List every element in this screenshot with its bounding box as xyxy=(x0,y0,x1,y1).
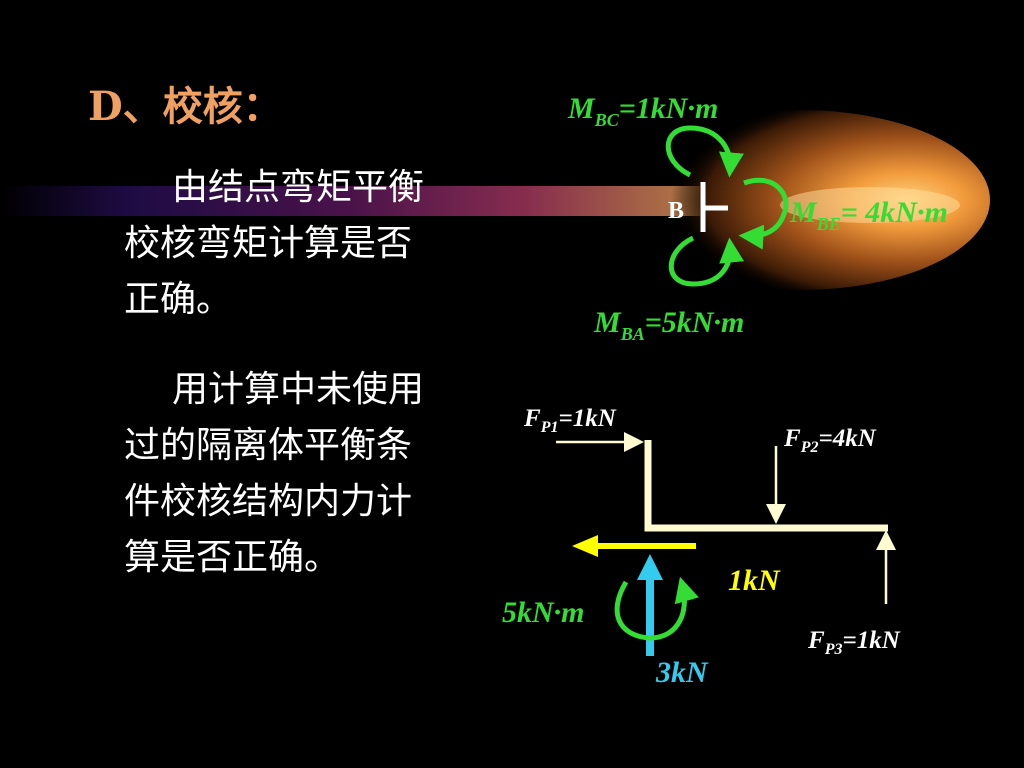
moment-bc-label: MBC=1kN·m xyxy=(567,92,718,130)
paragraph2-line: 过的隔离体平衡条 xyxy=(124,425,413,466)
reaction-vertical-label: 3kN xyxy=(655,656,709,689)
joint-b-label: B xyxy=(668,198,684,224)
paragraph1-line: 由结点弯矩平衡 xyxy=(172,167,425,208)
moment-ba-arrow xyxy=(668,235,745,287)
decorative-glow xyxy=(0,110,990,290)
fp1-label: FP1=1kN xyxy=(523,405,617,436)
reaction-moment-label: 5kN·m xyxy=(502,596,585,629)
slide-heading: D、校核： xyxy=(88,83,283,130)
paragraph2-line: 件校核结构内力计 xyxy=(124,481,413,522)
paragraph2-line: 算是否正确。 xyxy=(124,537,341,578)
reaction-horizontal-arrowhead xyxy=(572,535,598,557)
frame-member xyxy=(644,440,888,532)
moment-ba-label: MBA=5kN·m xyxy=(593,306,744,344)
moment-bc-arrow xyxy=(665,125,744,178)
joint-b-symbol xyxy=(700,182,728,232)
joint-b-diagram: B MBC=1kN·m MBE= 4kN·m MBA=5kN·m xyxy=(567,92,948,344)
paragraph2-line: 用计算中未使用 xyxy=(172,369,425,410)
moment-be-arrow xyxy=(738,177,789,250)
paragraph-equilibrium-check: 用计算中未使用 过的隔离体平衡条 件校核结构内力计 算是否正确。 xyxy=(124,362,424,586)
reaction-vertical-arrowhead xyxy=(637,554,663,580)
moment-be-label: MBE= 4kN·m xyxy=(789,196,948,234)
reaction-horizontal-label: 1kN xyxy=(728,564,781,597)
paragraph1-line: 正确。 xyxy=(124,279,233,320)
reaction-moment-arrow xyxy=(614,576,699,641)
free-body-diagram: FP1=1kN FP2=4kN FP3=1kN 1kN 5kN·m 3kN xyxy=(502,405,901,689)
paragraph-moment-check: 由结点弯矩平衡 校核弯矩计算是否 正确。 xyxy=(124,160,424,328)
fp2-label: FP2=4kN xyxy=(783,425,877,456)
paragraph1-line: 校核弯矩计算是否 xyxy=(124,223,413,264)
fp3-label: FP3=1kN xyxy=(807,627,901,658)
